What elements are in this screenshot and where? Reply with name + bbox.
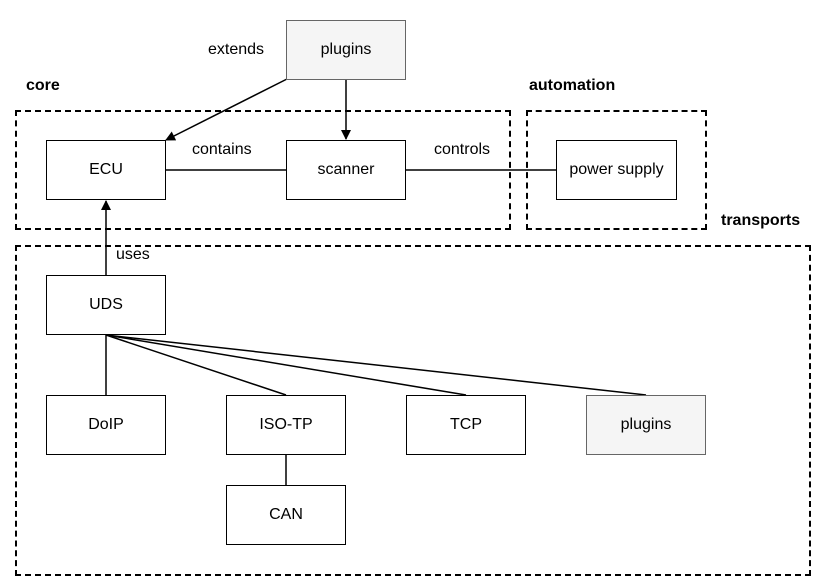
power-supply-node[interactable]: power supply [556,140,677,200]
uds-node[interactable]: UDS [46,275,166,335]
plugins-node-transport[interactable]: plugins [586,395,706,455]
tcp-node[interactable]: TCP [406,395,526,455]
core-group-label: core [26,77,60,94]
doip-node[interactable]: DoIP [46,395,166,455]
isotp-node[interactable]: ISO-TP [226,395,346,455]
edge-uds-tcp [105,334,467,396]
can-node[interactable]: CAN [226,485,346,545]
uses-edge-label: uses [116,246,150,263]
ecu-node[interactable]: ECU [46,140,166,200]
automation-group [526,110,707,230]
transports-group-label: transports [721,212,801,229]
scanner-node[interactable]: scanner [286,140,406,200]
automation-group-label: automation [529,77,616,94]
plugins-node-top[interactable]: plugins [286,20,406,80]
edge-uds-plugins [105,334,647,396]
transports-group [15,245,811,576]
edge-uds-isotp [105,334,287,396]
edge-plugins-extends-ecu [165,78,288,141]
contains-edge-label: contains [192,141,252,158]
core-group [15,110,511,230]
controls-edge-label: controls [434,141,491,158]
extends-edge-label: extends [208,41,265,58]
